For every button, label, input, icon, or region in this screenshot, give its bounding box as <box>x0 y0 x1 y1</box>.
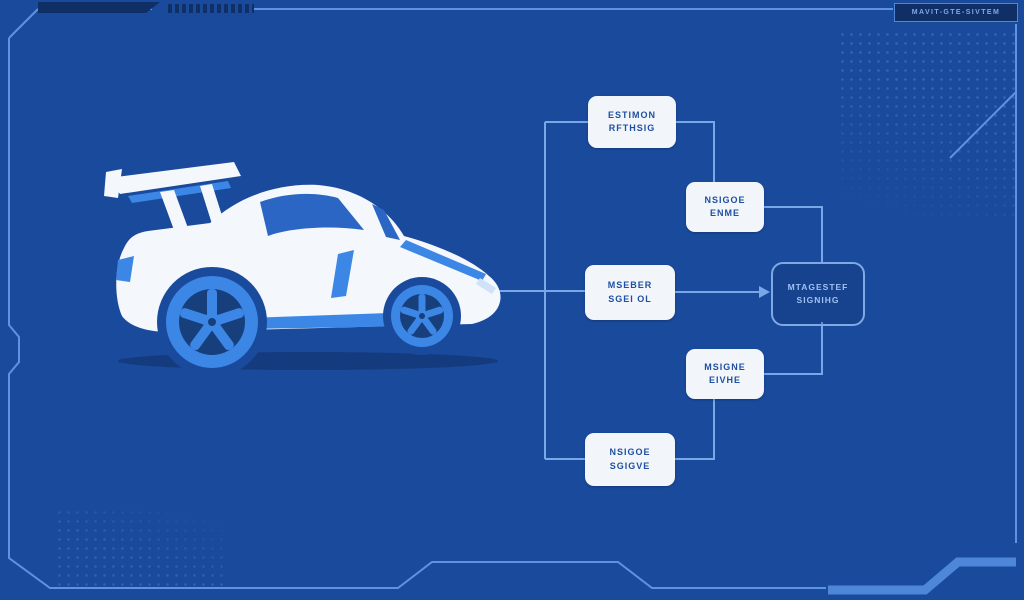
arrowhead-into-output <box>759 286 770 298</box>
node-label-line: MSEBER <box>607 280 653 291</box>
car-headlight <box>476 278 496 294</box>
car-rear-wing <box>104 162 241 230</box>
frame-bottom-right-band <box>828 557 1016 595</box>
flow-node-upper-right: NSIGOE ENME <box>686 182 764 232</box>
flow-node-output: MTAGESTEF SIGNIHG <box>771 262 865 326</box>
frame-lines <box>8 2 1017 595</box>
car-windows <box>260 193 400 240</box>
frame-glyph-marks <box>168 4 254 13</box>
rear-wheel <box>166 276 258 368</box>
node-label-line: MTAGESTEF <box>787 282 849 293</box>
front-wheel <box>391 285 453 347</box>
car-illustration <box>88 148 518 380</box>
flow-node-bottom: NSIGOE SGIGVE <box>585 433 675 486</box>
halftone-dots-top-right <box>838 30 1018 220</box>
node-label-line: SGIGVE <box>609 460 651 471</box>
node-label-line: NSIGOE <box>704 194 746 205</box>
node-label-line: SIGNIHG <box>796 295 840 305</box>
flow-node-lower-right: MSIGNE EIVHE <box>686 349 764 399</box>
node-label-line: ENME <box>709 208 740 218</box>
frame-corner-tab <box>38 2 160 13</box>
node-label-line: SGEI OL <box>608 293 652 304</box>
node-label-line: EIVHE <box>708 375 741 385</box>
flow-node-top: ESTIMON RFTHSIG <box>588 96 676 148</box>
node-label-line: ESTIMON <box>607 109 656 120</box>
frame-top-right-label-text: MAVIT-GTE-SIVTEM <box>911 9 1001 16</box>
frame-top-right-label: MAVIT-GTE-SIVTEM <box>894 3 1018 22</box>
node-label-line: MSIGNE <box>704 361 746 372</box>
node-label-line: NSIGOE <box>609 447 651 458</box>
halftone-dots-bottom-left <box>55 508 225 586</box>
flow-node-middle: MSEBER SGEI OL <box>585 265 675 320</box>
node-label-line: RFTHSIG <box>608 123 656 133</box>
